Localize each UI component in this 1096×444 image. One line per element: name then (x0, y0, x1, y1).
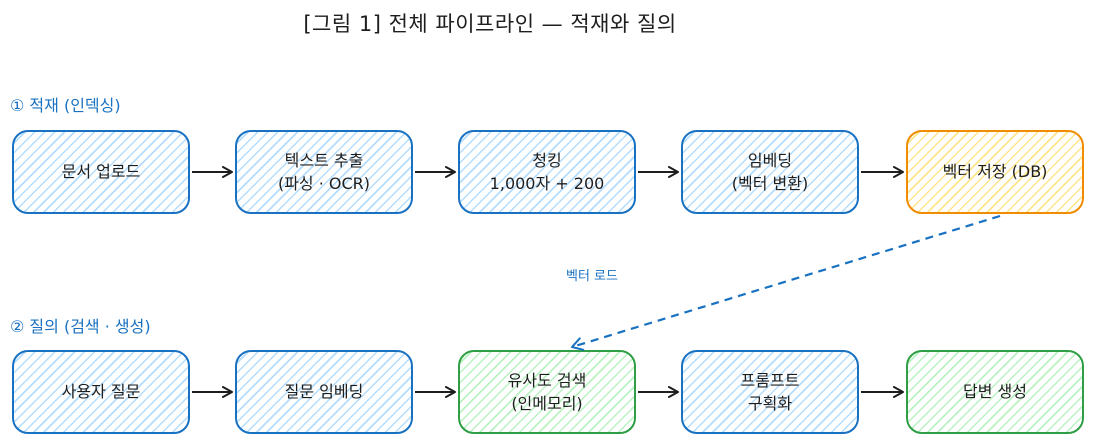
figure-title: [그림 1] 전체 파이프라인 — 적재와 질의 (303, 12, 677, 36)
step-label: 벡터 저장 (DB) (942, 162, 1048, 182)
step-sublabel: (벡터 변환) (731, 174, 809, 193)
vector-load-label: 벡터 로드 (566, 269, 618, 284)
step-label: 청킹 (532, 150, 562, 170)
step-label: 유사도 검색 (507, 370, 587, 390)
step-label: 답변 생성 (963, 382, 1027, 402)
step-user-question: 사용자 질문 (12, 350, 190, 434)
step-label: 질문 임베딩 (284, 382, 364, 402)
step-vector-store: 벡터 저장 (DB) (906, 130, 1084, 214)
step-text-extraction: 텍스트 추출 (파싱 · OCR) (235, 130, 413, 214)
query-section-label: ② 질의 (검색 · 생성) (10, 317, 151, 336)
step-chunking: 청킹 1,000자 + 200 (458, 130, 636, 214)
step-sublabel: (파싱 · OCR) (277, 174, 371, 193)
step-question-embedding: 질문 임베딩 (235, 350, 413, 434)
step-sublabel: 구획화 (747, 394, 793, 413)
step-answer-generation: 답변 생성 (906, 350, 1084, 434)
step-label: 프롬프트 (740, 370, 800, 390)
step-embedding: 임베딩 (벡터 변환) (681, 130, 859, 214)
arrow-vector-load (571, 214, 1001, 351)
step-label: 텍스트 추출 (284, 150, 364, 170)
step-label: 임베딩 (747, 150, 793, 170)
step-label: 문서 업로드 (61, 162, 141, 182)
step-similarity-search: 유사도 검색 (인메모리) (458, 350, 636, 434)
step-sublabel: (인메모리) (511, 394, 583, 413)
step-sublabel: 1,000자 + 200 (489, 174, 605, 193)
ingest-section-label: ① 적재 (인덱싱) (10, 96, 121, 115)
step-label: 사용자 질문 (61, 382, 141, 402)
step-prompt-sectioning: 프롬프트 구획화 (681, 350, 859, 434)
step-document-upload: 문서 업로드 (12, 130, 190, 214)
